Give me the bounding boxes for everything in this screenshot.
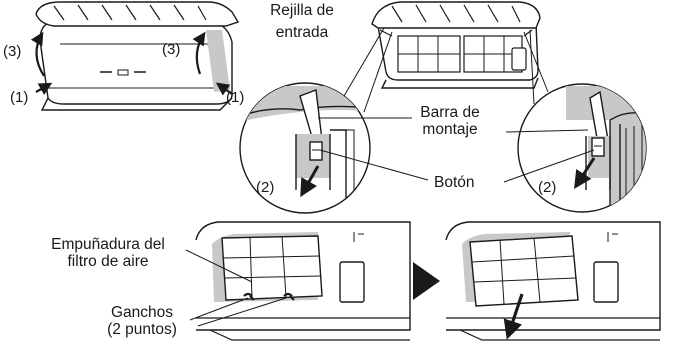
filter-closeup-left (195, 221, 411, 341)
label-button: Botón (434, 174, 475, 191)
arrow-3-left (30, 31, 45, 77)
indoor-unit-right (371, 1, 541, 89)
zoom-circle-left (239, 82, 371, 214)
arrow-2-right (574, 157, 596, 190)
side-panel-left (339, 261, 365, 303)
zoom-leaders (343, 27, 549, 113)
bottom-left-leaders (185, 249, 287, 327)
open-front-panel (35, 1, 240, 27)
filter-closeup-right (445, 221, 661, 341)
step-3-left: (3) (3, 43, 22, 60)
label-filter-handle: Empuñadura del filtro de aire (51, 236, 165, 270)
display-window (117, 69, 129, 76)
air-filter-left (221, 235, 323, 301)
next-step-arrow-icon (413, 262, 440, 300)
arrow-2-left (300, 165, 320, 198)
label-intake-grille: Rejilla de entrada (270, 2, 334, 41)
pull-down-arrow (503, 293, 524, 340)
hook-right (283, 292, 293, 297)
button-right (591, 137, 605, 157)
button-left (309, 141, 323, 161)
label-leaders (318, 117, 595, 183)
step-1-right: (1) (226, 89, 245, 106)
side-panel-right (593, 261, 619, 303)
arrow-1-left (35, 82, 53, 95)
step-arrows-left (30, 31, 233, 96)
label-hooks: Ganchos (2 puntos) (107, 304, 177, 338)
step-3-right: (3) (162, 41, 181, 58)
arrow-1-right (215, 82, 233, 96)
indoor-unit-left (35, 1, 240, 111)
unit-louver (40, 97, 233, 111)
hook-left (243, 292, 253, 297)
step-2-left: (2) (256, 179, 275, 196)
air-filter-right (469, 235, 579, 307)
label-mounting-bar: Barra de montaje (420, 104, 480, 138)
arrow-3-right (192, 31, 206, 75)
step-2-right: (2) (538, 179, 557, 196)
zoom-circle-right (517, 83, 647, 213)
step-1-left: (1) (10, 89, 29, 106)
